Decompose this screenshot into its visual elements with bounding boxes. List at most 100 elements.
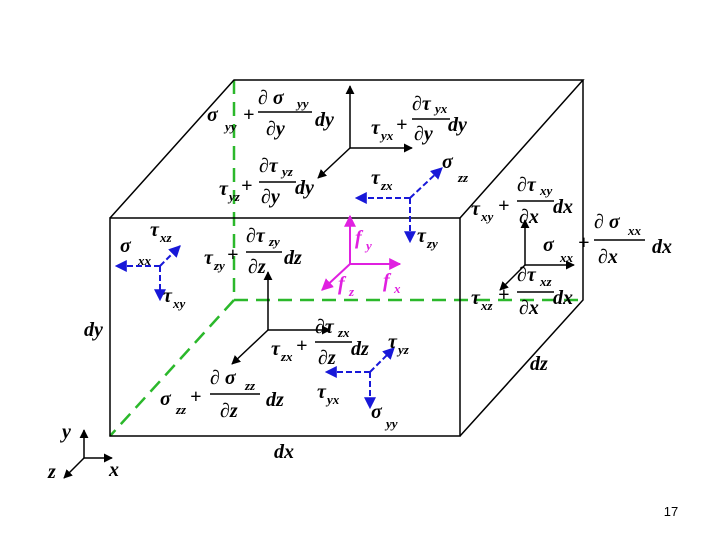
svg-text:xx: xx	[559, 250, 574, 265]
back-face-stresses: τ zx σ zz τ zy τ zy + ∂τ zy ∂z dz	[204, 151, 469, 330]
tau-zx-expr: τ zx	[371, 167, 393, 193]
axis-x-label: x	[108, 459, 119, 481]
svg-text:zx: zx	[280, 349, 293, 364]
svg-text:σ: σ	[543, 234, 555, 256]
svg-text:xx: xx	[137, 253, 152, 268]
svg-text:dy: dy	[448, 114, 467, 136]
svg-text:+: +	[227, 244, 238, 266]
svg-text:f: f	[338, 273, 347, 295]
tau-xy-expr: τ xy	[163, 285, 186, 311]
svg-text:yy: yy	[295, 96, 309, 111]
tau-xz-expr: τ xz	[150, 219, 173, 245]
svg-text:dz: dz	[351, 338, 369, 360]
svg-text:+: +	[396, 114, 407, 136]
svg-text:f: f	[355, 227, 364, 249]
svg-text:x: x	[393, 281, 401, 296]
svg-text:τ: τ	[163, 285, 173, 307]
svg-text:τ: τ	[219, 178, 229, 200]
svg-text:yy: yy	[384, 416, 398, 431]
svg-text:xy: xy	[539, 183, 553, 198]
svg-text:∂τ: ∂τ	[517, 264, 537, 286]
svg-text:zx: zx	[337, 325, 350, 340]
tau-xz-arrow	[159, 245, 181, 267]
sigma-yy-expr: σ yy	[371, 401, 398, 431]
svg-text:∂τ: ∂τ	[412, 93, 432, 115]
svg-text:τ: τ	[471, 198, 481, 220]
svg-text:yz: yz	[396, 342, 410, 357]
svg-text:∂ σ: ∂ σ	[210, 367, 237, 389]
svg-text:f: f	[383, 270, 392, 292]
tau-zx-plus-expr: τ zx + ∂τ zx ∂z dz	[271, 316, 369, 369]
hidden-edge-depth	[109, 299, 235, 437]
svg-text:∂x: ∂x	[519, 206, 539, 228]
axis-z-label: z	[47, 461, 56, 483]
f-z-arrow	[321, 263, 351, 291]
svg-text:τ: τ	[271, 338, 281, 360]
front-face-stresses: τ zx + ∂τ zx ∂z dz σ zz + ∂ σ zz ∂z dz	[160, 316, 369, 422]
svg-text:zy: zy	[268, 234, 280, 249]
tau-yz-arrow	[369, 347, 395, 373]
svg-text:+: +	[498, 284, 509, 306]
right-face-stresses: τ xy + ∂τ xy ∂x dx σ xx + ∂ σ xx ∂x dx τ…	[471, 174, 672, 319]
left-face-stresses: τ xz σ xx τ xy	[114, 219, 186, 311]
right-face-edges	[459, 80, 584, 437]
svg-text:yz: yz	[280, 164, 294, 179]
body-force: f y f z f x	[321, 214, 402, 299]
sigma-xx-expr: σ xx	[120, 235, 152, 268]
svg-text:dz: dz	[284, 247, 302, 269]
cube-edges	[109, 79, 585, 437]
svg-text:σ: σ	[442, 151, 454, 173]
top-face-edges	[109, 79, 585, 219]
svg-text:∂x: ∂x	[519, 297, 539, 319]
svg-text:∂τ: ∂τ	[315, 316, 335, 338]
f-y-expr: f y	[355, 227, 372, 253]
axis-z-arrow	[63, 457, 85, 479]
svg-text:∂ σ: ∂ σ	[594, 211, 621, 233]
sigma-zz-arrow	[409, 167, 443, 199]
svg-text:σ: σ	[120, 235, 132, 257]
svg-text:yx: yx	[325, 392, 340, 407]
svg-text:∂τ: ∂τ	[517, 174, 537, 196]
sigma-zz-plus-arrow	[231, 329, 269, 365]
svg-text:dy: dy	[315, 109, 334, 131]
svg-text:dy: dy	[295, 177, 314, 199]
tau-zy-expr: τ zy	[417, 225, 438, 251]
svg-text:xx: xx	[627, 223, 642, 238]
svg-text:xy: xy	[480, 209, 494, 224]
f-x-expr: f x	[383, 270, 401, 296]
svg-text:τ: τ	[317, 381, 327, 403]
svg-text:τ: τ	[371, 117, 381, 139]
sigma-yy-plus-expr: σ yy + ∂ σ yy ∂y dy	[207, 87, 334, 140]
bottom-face-stresses: τ yz τ yx σ yy	[317, 331, 410, 431]
tau-yx-plus-expr: τ yx + ∂τ yx ∂y dy	[371, 93, 467, 145]
svg-text:+: +	[241, 175, 252, 197]
svg-text:zz: zz	[244, 378, 256, 393]
svg-text:∂z: ∂z	[220, 400, 238, 422]
tau-xz-plus-expr: τ xz + ∂τ xz ∂x dx	[471, 264, 573, 319]
svg-text:τ: τ	[388, 331, 398, 353]
dimension-dz: dz	[530, 353, 548, 375]
svg-text:dx: dx	[652, 236, 672, 258]
svg-text:+: +	[296, 335, 307, 357]
svg-text:zy: zy	[426, 236, 438, 251]
svg-text:τ: τ	[371, 167, 381, 189]
svg-text:dx: dx	[553, 287, 573, 309]
sigma-xx-plus-expr: σ xx + ∂ σ xx ∂x dx	[543, 211, 672, 268]
tau-xy-plus-expr: τ xy + ∂τ xy ∂x dx	[471, 174, 573, 228]
sigma-zz-plus-expr: σ zz + ∂ σ zz ∂z dz	[160, 367, 284, 422]
svg-text:dz: dz	[266, 389, 284, 411]
svg-text:∂z: ∂z	[248, 256, 266, 278]
svg-text:∂x: ∂x	[598, 246, 618, 268]
svg-text:zx: zx	[380, 178, 393, 193]
svg-text:+: +	[498, 195, 509, 217]
svg-text:∂τ: ∂τ	[246, 225, 266, 247]
svg-text:σ: σ	[207, 104, 219, 126]
svg-text:∂ σ: ∂ σ	[258, 87, 285, 109]
svg-text:zz: zz	[175, 402, 187, 417]
svg-text:zy: zy	[213, 258, 225, 273]
coordinate-axes	[63, 429, 113, 479]
svg-text:yz: yz	[227, 189, 241, 204]
svg-text:z: z	[348, 284, 355, 299]
svg-text:∂y: ∂y	[414, 123, 433, 145]
